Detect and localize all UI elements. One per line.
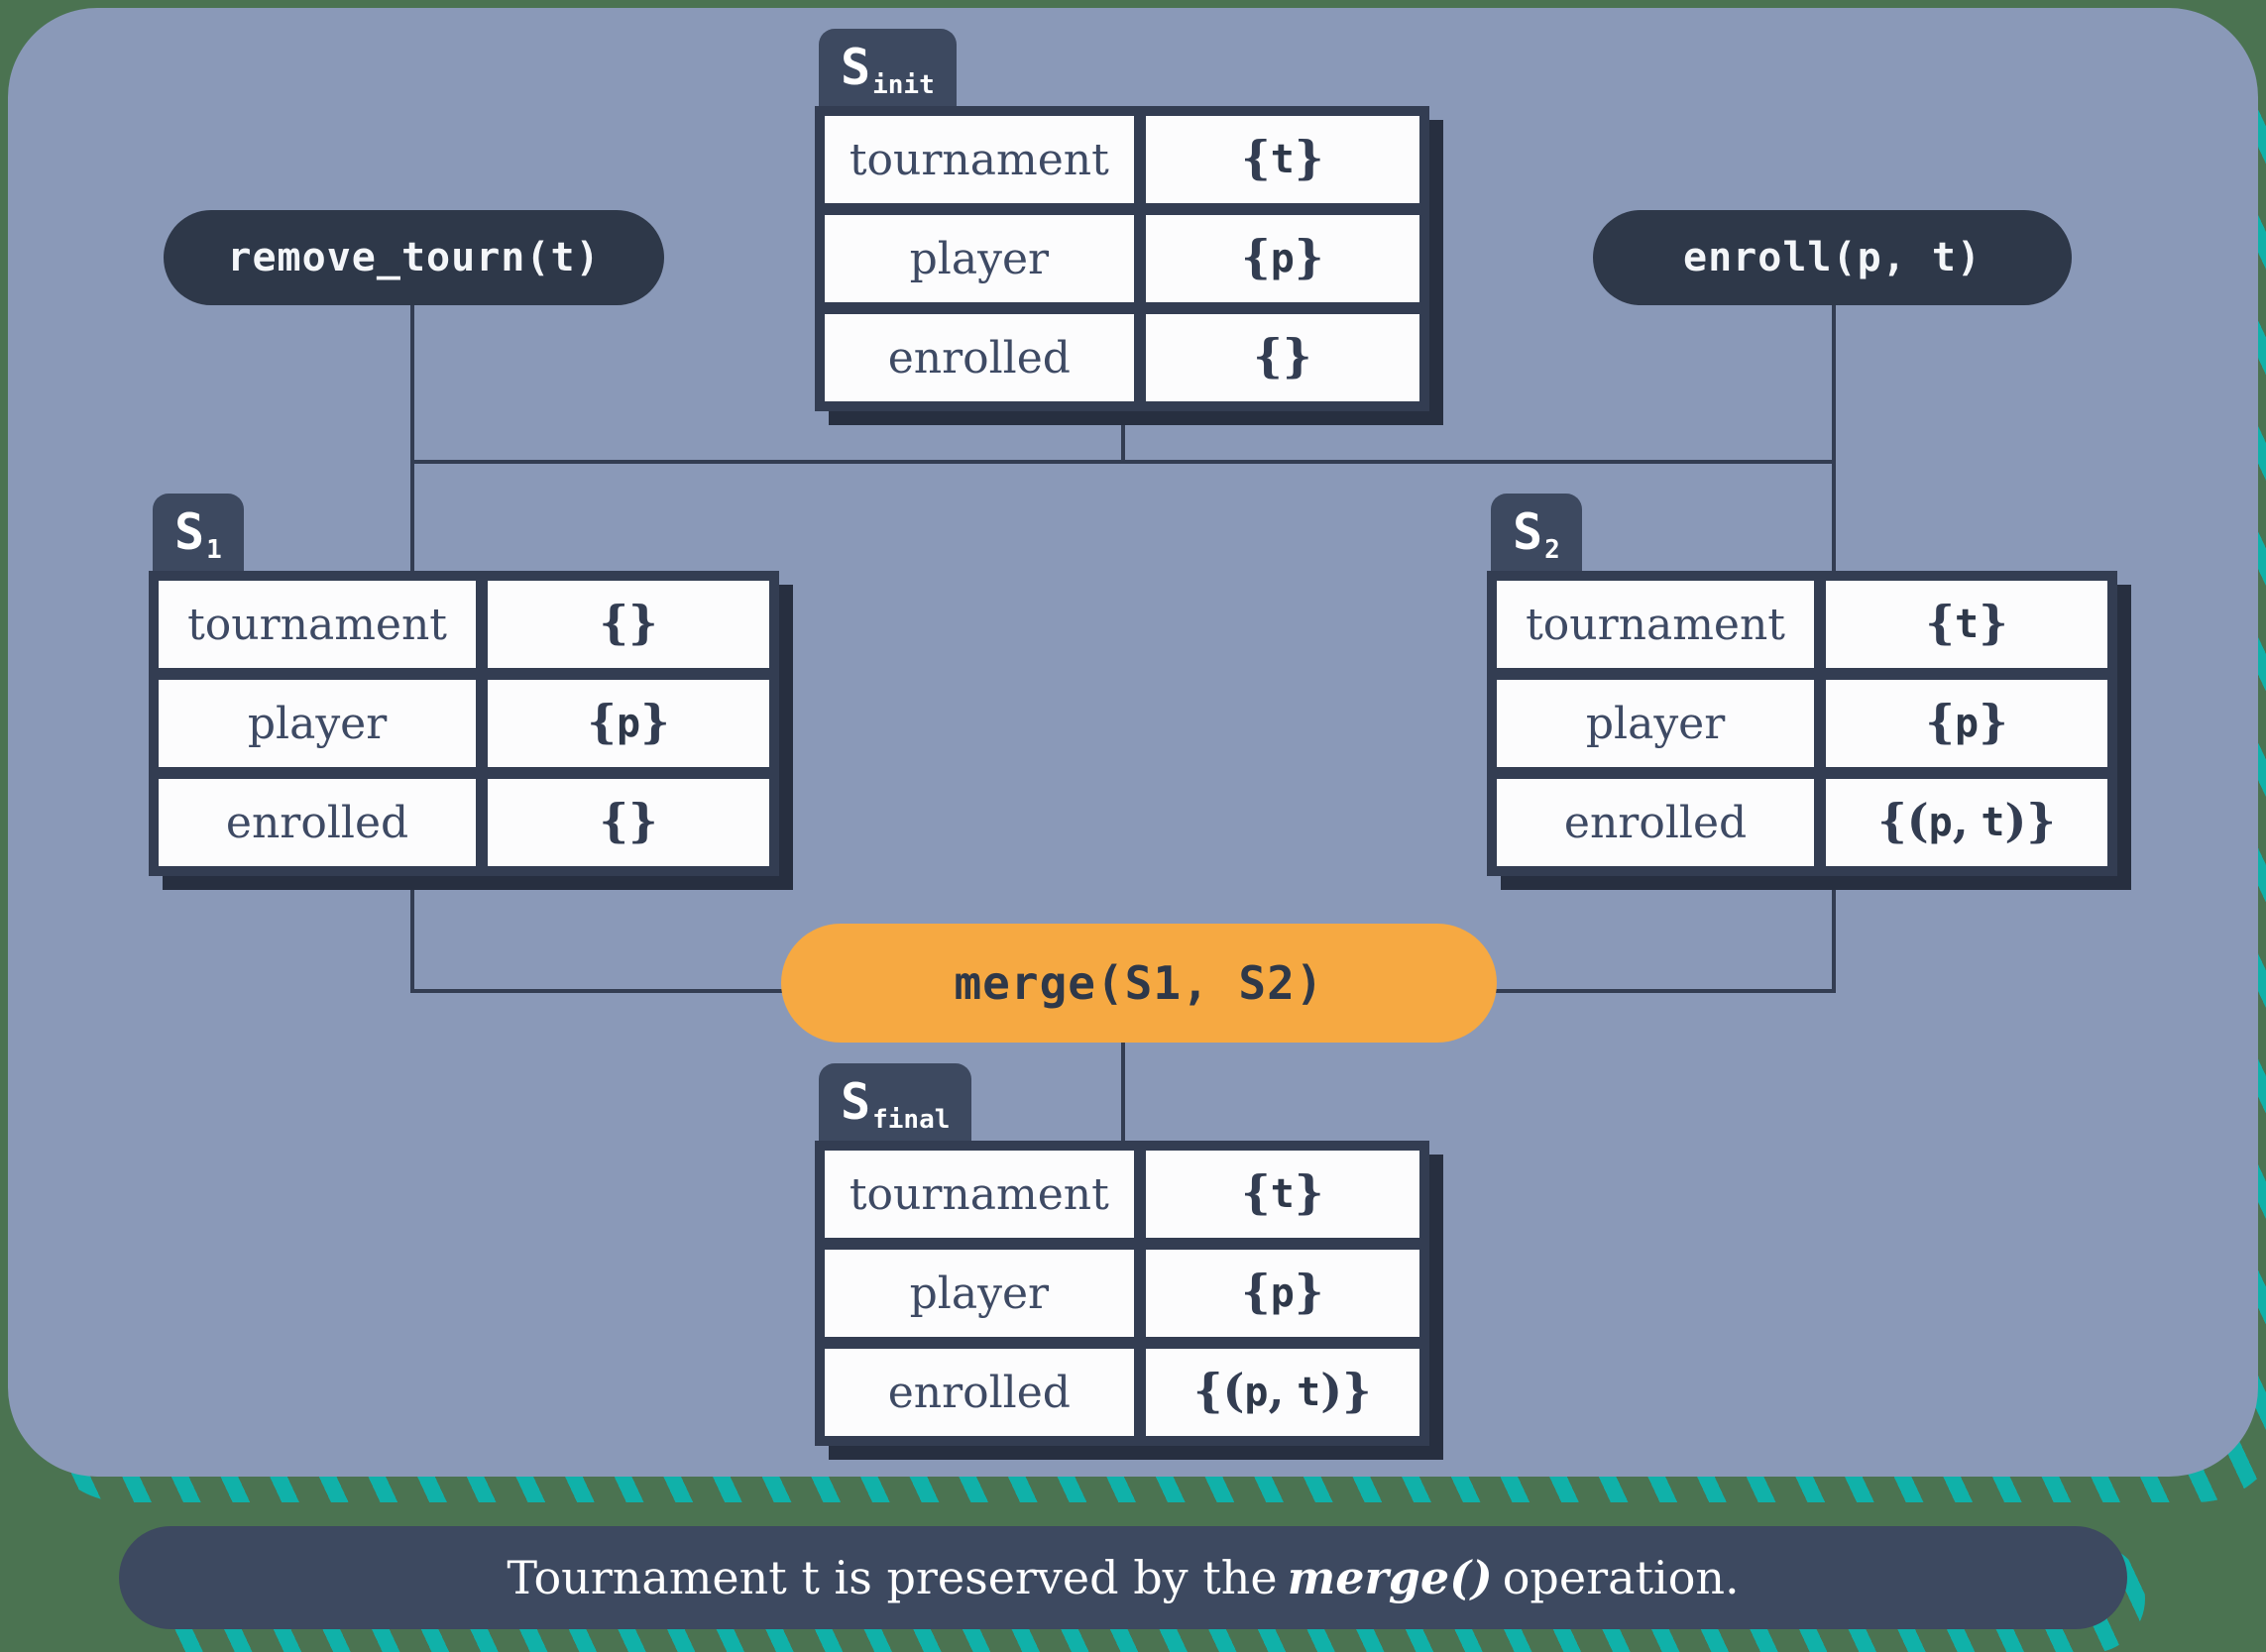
row-label: enrolled bbox=[1497, 779, 1815, 866]
op-pill-merge: merge(S1, S2) bbox=[781, 924, 1497, 1043]
connector-merge-to-sfinal bbox=[1121, 1041, 1125, 1145]
state-table-grid: tournament {t} player {p} enrolled {(p, … bbox=[1487, 571, 2117, 876]
tab-sub-label: final bbox=[872, 1105, 951, 1135]
row-label: enrolled bbox=[159, 779, 477, 866]
connector-s2-to-merge bbox=[1493, 989, 1836, 993]
connector-s2-down bbox=[1832, 876, 1836, 993]
row-label: enrolled bbox=[825, 1349, 1134, 1436]
row-label: tournament bbox=[825, 1151, 1134, 1238]
caption-text-prefix: Tournament t is preserved by the bbox=[507, 1551, 1278, 1604]
caption-text-highlight: merge() bbox=[1287, 1551, 1493, 1604]
tab-main-label: S bbox=[841, 1073, 871, 1131]
connector-s1-down bbox=[410, 876, 414, 993]
row-label: enrolled bbox=[825, 314, 1134, 401]
row-value: {} bbox=[488, 779, 769, 866]
connector-horizontal-main bbox=[412, 460, 1836, 464]
row-value: {(p, t)} bbox=[1826, 779, 2107, 866]
row-label: player bbox=[825, 1250, 1134, 1337]
tab-main-label: S bbox=[841, 39, 871, 96]
op-pill-remove-tourn: remove_tourn(t) bbox=[164, 210, 664, 305]
connector-enroll-to-s2 bbox=[1832, 302, 1836, 575]
row-value: {t} bbox=[1826, 581, 2107, 668]
row-value: {(p, t)} bbox=[1145, 1349, 1419, 1436]
connector-remove-to-s1 bbox=[410, 302, 414, 575]
caption-bar: Tournament t is preserved by the merge()… bbox=[119, 1526, 2127, 1629]
row-label: player bbox=[159, 680, 477, 767]
op-label: remove_tourn(t) bbox=[227, 235, 601, 280]
row-label: tournament bbox=[1497, 581, 1815, 668]
tab-sub-label: 2 bbox=[1544, 535, 1560, 565]
row-value: {} bbox=[1145, 314, 1419, 401]
row-label: tournament bbox=[825, 116, 1134, 203]
row-label: tournament bbox=[159, 581, 477, 668]
row-value: {} bbox=[488, 581, 769, 668]
connector-sinit-down bbox=[1121, 409, 1125, 464]
row-value: {t} bbox=[1145, 116, 1419, 203]
tab-sub-label: init bbox=[872, 70, 935, 100]
row-label: player bbox=[825, 215, 1134, 302]
state-table-grid: tournament {t} player {p} enrolled {(p, … bbox=[815, 1141, 1429, 1446]
row-value: {p} bbox=[1826, 680, 2107, 767]
row-value: {p} bbox=[1145, 215, 1419, 302]
tab-sub-label: 1 bbox=[206, 535, 222, 565]
row-value: {t} bbox=[1145, 1151, 1419, 1238]
op-pill-enroll: enroll(p, t) bbox=[1593, 210, 2072, 305]
connector-s1-to-merge bbox=[410, 989, 787, 993]
state-table-grid: tournament {} player {p} enrolled {} bbox=[149, 571, 779, 876]
op-label: enroll(p, t) bbox=[1683, 235, 1982, 280]
state-table-grid: tournament {t} player {p} enrolled {} bbox=[815, 106, 1429, 411]
tab-main-label: S bbox=[174, 503, 205, 561]
row-value: {p} bbox=[1145, 1250, 1419, 1337]
caption-text-suffix: operation. bbox=[1502, 1551, 1740, 1604]
row-label: player bbox=[1497, 680, 1815, 767]
op-label: merge(S1, S2) bbox=[954, 956, 1324, 1010]
tab-main-label: S bbox=[1513, 503, 1543, 561]
row-value: {p} bbox=[488, 680, 769, 767]
